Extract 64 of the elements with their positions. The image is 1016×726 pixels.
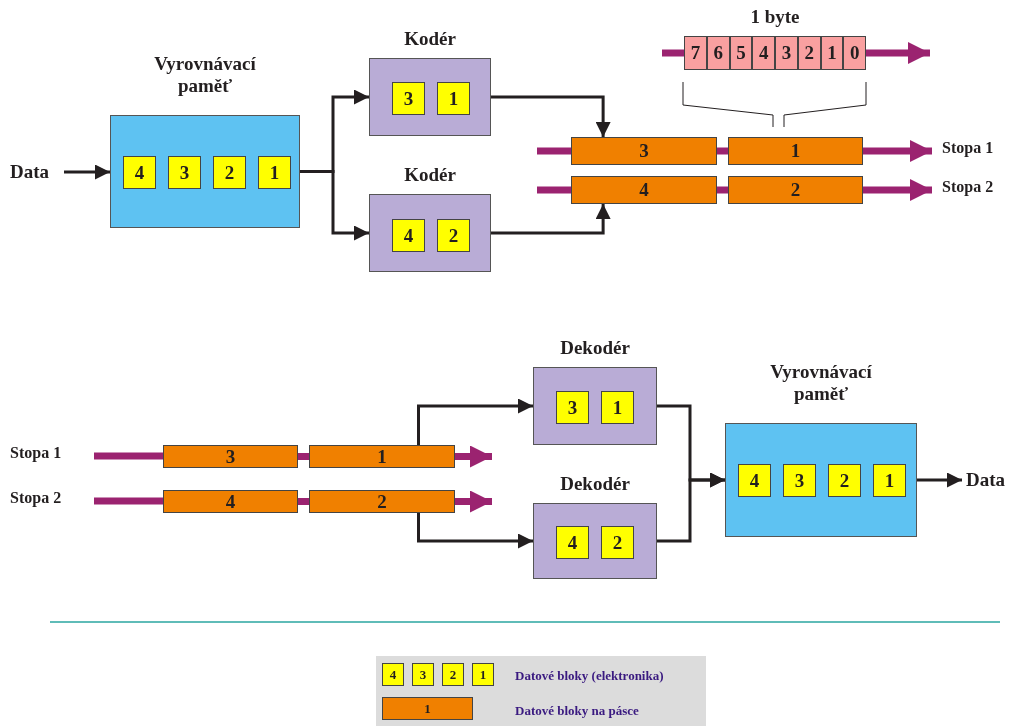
data-block: 2 bbox=[437, 219, 470, 252]
legend-sample: 4 bbox=[382, 663, 404, 686]
data-block: 2 bbox=[601, 526, 634, 559]
data-block: 1 bbox=[437, 82, 470, 115]
tape-block: 3 bbox=[571, 137, 717, 165]
legend-text: Datové bloky (elektronika) bbox=[515, 668, 664, 684]
tape-block: 1 bbox=[728, 137, 863, 165]
tape-block: 1 bbox=[309, 445, 455, 468]
legend-sample: 2 bbox=[442, 663, 464, 686]
tape-block: 2 bbox=[309, 490, 455, 513]
box-heading: Kodér bbox=[403, 28, 457, 50]
bit-cell: 2 bbox=[797, 36, 821, 70]
data-block: 2 bbox=[213, 156, 246, 189]
data-block: 3 bbox=[168, 156, 201, 189]
bit-cell: 3 bbox=[775, 36, 798, 70]
track-line bbox=[298, 498, 309, 505]
box-heading: Kodér bbox=[403, 164, 457, 186]
box-heading: Vyrovnávací paměť bbox=[769, 361, 873, 405]
arrow bbox=[300, 170, 369, 241]
arrow bbox=[417, 398, 533, 445]
track-label: Stopa 2 bbox=[8, 489, 94, 513]
byte-label: 1 byte bbox=[749, 5, 801, 29]
data-block: 4 bbox=[392, 219, 425, 252]
data-block: 1 bbox=[258, 156, 291, 189]
arrow bbox=[64, 164, 110, 180]
box-heading: Vyrovnávací paměť bbox=[153, 53, 257, 97]
legend-sample: 1 bbox=[382, 697, 473, 720]
track-label: Stopa 1 bbox=[932, 139, 1016, 163]
bit-cell: 6 bbox=[706, 36, 730, 70]
legend-text: Datové bloky na pásce bbox=[515, 703, 639, 719]
arrow bbox=[417, 513, 533, 549]
data-block: 1 bbox=[601, 391, 634, 424]
box-heading: Dekodér bbox=[559, 473, 631, 495]
data-block: 4 bbox=[556, 526, 589, 559]
track-label: Stopa 1 bbox=[8, 444, 94, 468]
data-block: 2 bbox=[828, 464, 861, 497]
bit-cell: 0 bbox=[843, 36, 866, 70]
track-line bbox=[717, 147, 728, 155]
data-block: 3 bbox=[556, 391, 589, 424]
bit-cell: 1 bbox=[820, 36, 844, 70]
arrow bbox=[657, 472, 725, 543]
data-block: 4 bbox=[738, 464, 771, 497]
box-heading: Dekodér bbox=[559, 337, 631, 359]
data-block: 3 bbox=[392, 82, 425, 115]
legend-sample: 3 bbox=[412, 663, 434, 686]
bit-cell: 7 bbox=[684, 36, 707, 70]
legend-sample: 1 bbox=[472, 663, 494, 686]
tape-block: 4 bbox=[163, 490, 298, 513]
bit-cell: 4 bbox=[752, 36, 775, 70]
arrow bbox=[491, 204, 611, 235]
track-line bbox=[298, 453, 309, 460]
data-block: 4 bbox=[123, 156, 156, 189]
bit-cell: 5 bbox=[729, 36, 753, 70]
arrow bbox=[491, 95, 611, 137]
tape-block: 2 bbox=[728, 176, 863, 204]
tape-block: 3 bbox=[163, 445, 298, 468]
track-line bbox=[717, 186, 728, 194]
track-label: Stopa 2 bbox=[932, 178, 1016, 202]
data-label: Data bbox=[962, 468, 1016, 492]
data-block: 3 bbox=[783, 464, 816, 497]
tape-block: 4 bbox=[571, 176, 717, 204]
data-block: 1 bbox=[873, 464, 906, 497]
data-label: Data bbox=[10, 160, 64, 184]
arrow bbox=[917, 472, 962, 488]
